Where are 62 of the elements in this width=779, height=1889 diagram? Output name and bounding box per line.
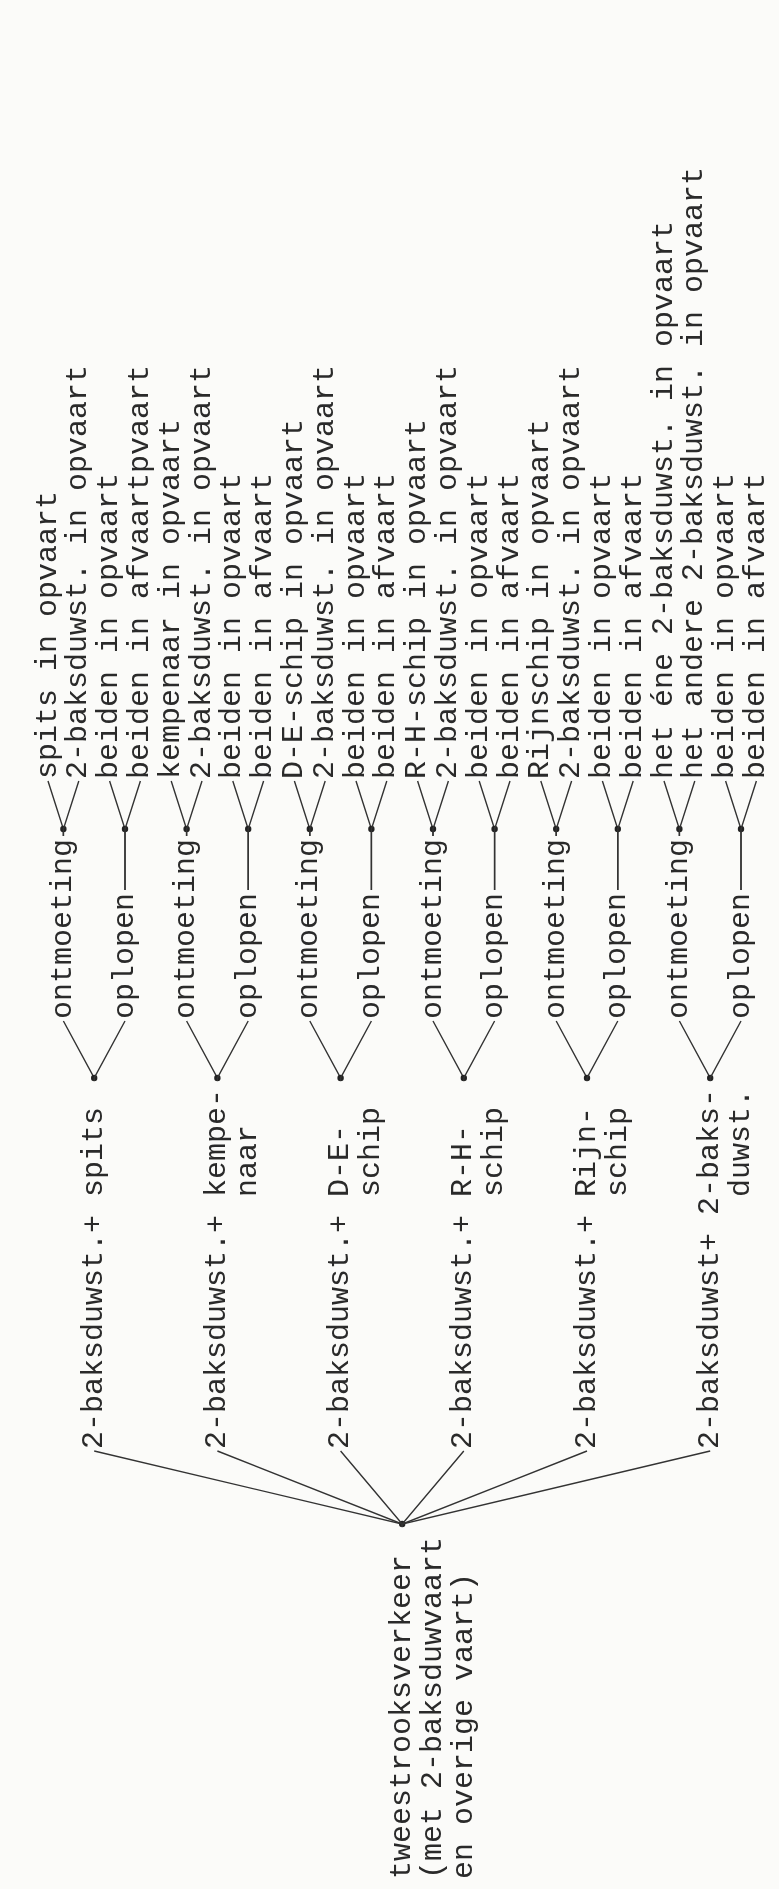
leaf-label: beiden in opvaart [710,472,742,779]
leaf-label: beiden in opvaart [217,472,249,779]
leaf-label: beiden in afvaart [617,472,649,779]
leaf-label: 2-baksduwst. in opvaart [556,364,588,779]
branch-line [555,780,573,837]
leaf-label: beiden in opvaart [340,472,372,779]
branch-line [401,1450,711,1528]
branch-label: ontmoeting [294,838,326,1019]
leaf-label: het éne 2-baksduwst. in opvaart [648,220,680,779]
branch-line [463,1020,496,1082]
branch-label: oplopen [232,892,264,1019]
leaf-label: beiden in afvaart [371,472,403,779]
branch-label: ontmoeting [47,838,79,1019]
branch-line [709,1020,742,1082]
branch-label: oplopen [725,892,757,1019]
branch-line [493,780,511,891]
leaf-label: R-H-schip in opvaart [402,418,434,779]
branch-line [740,780,758,891]
leaf-label: 2-baksduwst. in opvaart [309,364,341,779]
category-label: 2-baksduwst+ 2-baks- duwst. [694,1083,757,1449]
leaf-label: beiden in opvaart [463,472,495,779]
category-label: 2-baksduwst.+ Rijn- schip [571,1083,634,1449]
category-label: 2-baksduwst.+ D-E- schip [325,1083,388,1449]
branch-line [370,780,388,891]
leaf-label: D-E-schip in opvaart [278,418,310,779]
leaf-label: beiden in opvaart [94,472,126,779]
leaf-label: beiden in afvaart [248,472,280,779]
category-label: 2-baksduwst.+ spits [78,1083,110,1449]
branch-label: oplopen [602,892,634,1019]
branch-label: ontmoeting [171,838,203,1019]
leaf-label: beiden in afvaartpvaart [124,364,156,779]
branch-line [432,780,450,837]
branch-line [617,780,634,891]
category-label: 2-baksduwst.+ R-H- schip [448,1083,511,1449]
branch-label: oplopen [479,892,511,1019]
leaf-label: beiden in afvaart [494,472,526,779]
branch-label: ontmoeting [417,838,449,1019]
branch-label: oplopen [109,892,141,1019]
branch-line [185,780,203,837]
root-label: tweestrooksverkeer (met 2-baksduwvaart en overige vaart) [386,1529,480,1879]
branch-line [247,780,265,891]
branch-label: ontmoeting [663,838,695,1019]
branch-line [62,780,80,837]
leaf-label: Rijnschip in opvaart [525,418,557,779]
branch-line [216,1020,249,1082]
branch-line [93,1020,126,1082]
leaf-label: beiden in opvaart [586,472,618,779]
branch-label: ontmoeting [540,838,572,1019]
branch-label: oplopen [355,892,387,1019]
leaf-label: beiden in afvaart [740,472,772,779]
leaf-label: het andere 2-baksduwst. in opvaart [679,166,711,779]
leaf-label: 2-baksduwst. in opvaart [432,364,464,779]
branch-line [124,780,142,891]
leaf-label: 2-baksduwst. in opvaart [63,364,95,779]
leaf-label: 2-baksduwst. in opvaart [186,364,218,779]
branch-line [586,1020,619,1082]
branch-line [678,780,696,837]
leaf-label: kempenaar in opvaart [155,418,187,779]
category-label: 2-baksduwst.+ kempe- naar [201,1083,264,1449]
branch-line [339,1020,373,1082]
leaf-label: spits in opvaart [32,490,64,779]
branch-line [309,780,326,837]
